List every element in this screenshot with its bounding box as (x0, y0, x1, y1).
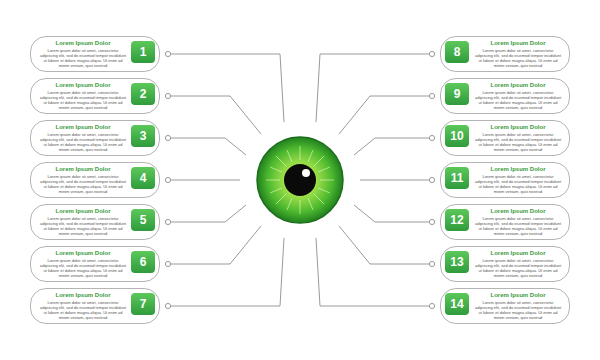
text-block: Lorem Ipsum DolorLorem ipsum dolor sit a… (474, 292, 562, 320)
number-tab: 2 (131, 83, 155, 105)
item-title: Lorem Ipsum Dolor (474, 82, 562, 89)
item-body: Lorem ipsum dolor sit amet, consectetur … (39, 174, 127, 194)
text-block: Lorem Ipsum DolorLorem ipsum dolor sit a… (474, 124, 562, 152)
item-title: Lorem Ipsum Dolor (39, 292, 127, 299)
callout-number: 8 (454, 45, 461, 59)
info-pill: Lorem Ipsum DolorLorem ipsum dolor sit a… (440, 288, 570, 324)
item-title: Lorem Ipsum Dolor (39, 250, 127, 257)
info-pill: Lorem Ipsum DolorLorem ipsum dolor sit a… (440, 204, 570, 240)
number-tab: 12 (445, 209, 469, 231)
number-tab: 8 (445, 41, 469, 63)
callout-number: 7 (140, 297, 147, 311)
item-body: Lorem ipsum dolor sit amet, consectetur … (39, 132, 127, 152)
pupil (284, 164, 316, 196)
item-title: Lorem Ipsum Dolor (474, 292, 562, 299)
item-title: Lorem Ipsum Dolor (474, 166, 562, 173)
info-pill: Lorem Ipsum DolorLorem ipsum dolor sit a… (440, 162, 570, 198)
info-pill: Lorem Ipsum DolorLorem ipsum dolor sit a… (30, 78, 160, 114)
item-body: Lorem ipsum dolor sit amet, consectetur … (474, 300, 562, 320)
text-block: Lorem Ipsum DolorLorem ipsum dolor sit a… (474, 166, 562, 194)
text-block: Lorem Ipsum DolorLorem ipsum dolor sit a… (39, 208, 127, 236)
number-tab: 7 (131, 293, 155, 315)
number-tab: 10 (445, 125, 469, 147)
callout-number: 12 (450, 213, 463, 227)
item-title: Lorem Ipsum Dolor (39, 166, 127, 173)
iris (257, 137, 343, 223)
item-title: Lorem Ipsum Dolor (474, 208, 562, 215)
callout-number: 6 (140, 255, 147, 269)
info-pill: Lorem Ipsum DolorLorem ipsum dolor sit a… (30, 36, 160, 72)
item-body: Lorem ipsum dolor sit amet, consectetur … (39, 216, 127, 236)
text-block: Lorem Ipsum DolorLorem ipsum dolor sit a… (39, 166, 127, 194)
callout-number: 2 (140, 87, 147, 101)
text-block: Lorem Ipsum DolorLorem ipsum dolor sit a… (39, 250, 127, 278)
callout-number: 4 (140, 171, 147, 185)
item-body: Lorem ipsum dolor sit amet, consectetur … (474, 132, 562, 152)
callout-number: 1 (140, 45, 147, 59)
info-pill: Lorem Ipsum DolorLorem ipsum dolor sit a… (30, 162, 160, 198)
callout-number: 10 (450, 129, 463, 143)
item-title: Lorem Ipsum Dolor (474, 250, 562, 257)
text-block: Lorem Ipsum DolorLorem ipsum dolor sit a… (39, 82, 127, 110)
number-tab: 1 (131, 41, 155, 63)
eye-highlight (302, 169, 310, 177)
number-tab: 5 (131, 209, 155, 231)
callout-number: 5 (140, 213, 147, 227)
item-title: Lorem Ipsum Dolor (474, 40, 562, 47)
callout-number: 9 (454, 87, 461, 101)
item-body: Lorem ipsum dolor sit amet, consectetur … (474, 174, 562, 194)
item-body: Lorem ipsum dolor sit amet, consectetur … (474, 216, 562, 236)
callout-number: 11 (451, 171, 464, 185)
info-pill: Lorem Ipsum DolorLorem ipsum dolor sit a… (30, 246, 160, 282)
iris-rays (266, 146, 334, 214)
number-tab: 9 (445, 83, 469, 105)
text-block: Lorem Ipsum DolorLorem ipsum dolor sit a… (474, 82, 562, 110)
item-title: Lorem Ipsum Dolor (39, 208, 127, 215)
number-tab: 4 (131, 167, 155, 189)
item-body: Lorem ipsum dolor sit amet, consectetur … (39, 48, 127, 68)
callout-number: 13 (450, 255, 463, 269)
info-pill: Lorem Ipsum DolorLorem ipsum dolor sit a… (440, 78, 570, 114)
text-block: Lorem Ipsum DolorLorem ipsum dolor sit a… (39, 292, 127, 320)
text-block: Lorem Ipsum DolorLorem ipsum dolor sit a… (474, 40, 562, 68)
item-body: Lorem ipsum dolor sit amet, consectetur … (39, 90, 127, 110)
text-block: Lorem Ipsum DolorLorem ipsum dolor sit a… (39, 40, 127, 68)
item-title: Lorem Ipsum Dolor (39, 82, 127, 89)
number-tab: 14 (445, 293, 469, 315)
number-tab: 3 (131, 125, 155, 147)
leader-lines (168, 54, 432, 306)
info-pill: Lorem Ipsum DolorLorem ipsum dolor sit a… (440, 36, 570, 72)
callout-number: 14 (450, 297, 463, 311)
item-title: Lorem Ipsum Dolor (39, 124, 127, 131)
info-pill: Lorem Ipsum DolorLorem ipsum dolor sit a… (440, 246, 570, 282)
item-title: Lorem Ipsum Dolor (474, 124, 562, 131)
text-block: Lorem Ipsum DolorLorem ipsum dolor sit a… (474, 250, 562, 278)
item-title: Lorem Ipsum Dolor (39, 40, 127, 47)
item-body: Lorem ipsum dolor sit amet, consectetur … (474, 258, 562, 278)
item-body: Lorem ipsum dolor sit amet, consectetur … (474, 48, 562, 68)
text-block: Lorem Ipsum DolorLorem ipsum dolor sit a… (474, 208, 562, 236)
info-pill: Lorem Ipsum DolorLorem ipsum dolor sit a… (30, 288, 160, 324)
item-body: Lorem ipsum dolor sit amet, consectetur … (39, 300, 127, 320)
callout-number: 3 (140, 129, 147, 143)
info-pill: Lorem Ipsum DolorLorem ipsum dolor sit a… (440, 120, 570, 156)
number-tab: 11 (445, 167, 469, 189)
item-body: Lorem ipsum dolor sit amet, consectetur … (39, 258, 127, 278)
number-tab: 13 (445, 251, 469, 273)
number-tab: 6 (131, 251, 155, 273)
leader-dots (165, 51, 434, 308)
text-block: Lorem Ipsum DolorLorem ipsum dolor sit a… (39, 124, 127, 152)
info-pill: Lorem Ipsum DolorLorem ipsum dolor sit a… (30, 204, 160, 240)
item-body: Lorem ipsum dolor sit amet, consectetur … (474, 90, 562, 110)
info-pill: Lorem Ipsum DolorLorem ipsum dolor sit a… (30, 120, 160, 156)
